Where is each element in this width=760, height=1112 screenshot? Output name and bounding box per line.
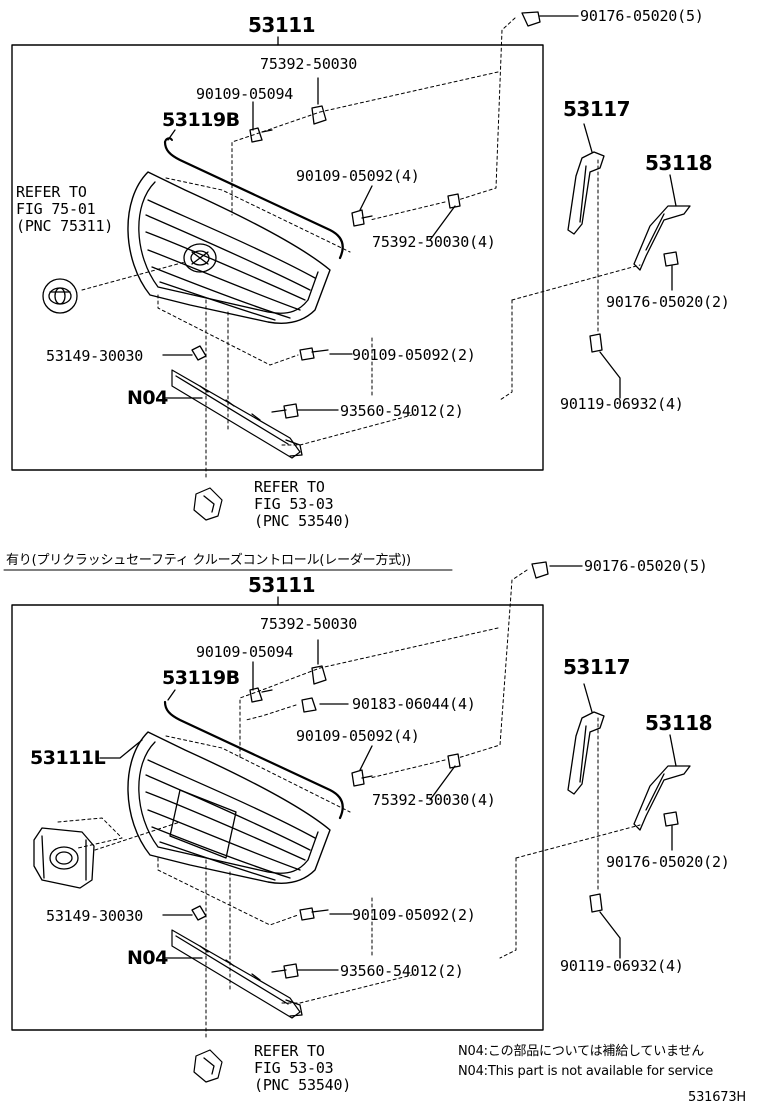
note-n04-en: N04:This part is not available for servi…: [458, 1064, 714, 1079]
label-93560-54012-2-top: 93560-54012(2): [340, 402, 464, 420]
label-90109-05094-bottom: 90109-05094: [196, 643, 294, 661]
label-90176-05020-5-bottom: 90176-05020(5): [584, 557, 708, 575]
refer-bottom-top-line-1: REFER TO: [254, 478, 325, 496]
refer-bottom-bottom-line-1: REFER TO: [254, 1042, 325, 1060]
label-90119-06932-4-bottom: 90119-06932(4): [560, 957, 684, 975]
label-90183-06044-4: 90183-06044(4): [352, 695, 476, 713]
label-53119b-bottom: 53119B: [162, 667, 240, 689]
label-53111l: 53111L: [30, 747, 106, 769]
label-53117-bottom: 53117: [563, 655, 631, 679]
refer-bottom-top-line-3: (PNC 53540): [254, 512, 352, 530]
figure-id: 531673H: [688, 1090, 747, 1105]
label-53149-30030-bottom: 53149-30030: [46, 907, 144, 925]
label-90176-05020-5-top: 90176-05020(5): [580, 7, 704, 25]
label-53118-top: 53118: [645, 151, 713, 175]
label-90109-05094-top: 90109-05094: [196, 85, 294, 103]
label-n04-bottom: N04: [127, 947, 168, 969]
label-refer-to-fig-53-03-top: REFER TO FIG 53-03 (PNC 53540): [254, 479, 351, 530]
label-53118-bottom: 53118: [645, 711, 713, 735]
label-75392-50030-4-top: 75392-50030(4): [372, 233, 496, 251]
label-53111-bottom: 53111: [248, 573, 316, 597]
label-75392-50030-bottom: 75392-50030: [260, 615, 358, 633]
bottom-panel-drawing: [3, 561, 691, 1083]
label-refer-to-fig-53-03-bottom: REFER TO FIG 53-03 (PNC 53540): [254, 1043, 351, 1094]
label-90176-05020-2-bottom: 90176-05020(2): [606, 853, 730, 871]
refer-left-line-2: FIG 75-01: [16, 200, 96, 218]
label-53111-top: 53111: [248, 13, 316, 37]
label-refer-to-fig-75-01: REFER TO FIG 75-01 (PNC 75311): [16, 184, 113, 235]
refer-bottom-bottom-line-3: (PNC 53540): [254, 1076, 352, 1094]
label-90109-05092-4-bottom: 90109-05092(4): [296, 727, 420, 745]
caption-pre-crash-safety: 有り(プリクラッシュセーフティ クルーズコントロール(レーダー方式)): [6, 553, 411, 568]
label-90109-05092-2-top: 90109-05092(2): [352, 346, 476, 364]
label-90176-05020-2-top: 90176-05020(2): [606, 293, 730, 311]
top-panel-drawing: [11, 11, 691, 521]
label-93560-54012-2-bottom: 93560-54012(2): [340, 962, 464, 980]
label-90109-05092-2-bottom: 90109-05092(2): [352, 906, 476, 924]
label-90119-06932-4-top: 90119-06932(4): [560, 395, 684, 413]
label-n04-top: N04: [127, 387, 168, 409]
refer-bottom-top-line-2: FIG 53-03: [254, 495, 334, 513]
label-90109-05092-4-top: 90109-05092(4): [296, 167, 420, 185]
refer-left-line-1: REFER TO: [16, 183, 87, 201]
label-53149-30030-top: 53149-30030: [46, 347, 144, 365]
label-75392-50030-top: 75392-50030: [260, 55, 358, 73]
note-n04-jp: N04:この部品については補給していません: [458, 1044, 705, 1059]
refer-bottom-bottom-line-2: FIG 53-03: [254, 1059, 334, 1077]
label-75392-50030-4-bottom: 75392-50030(4): [372, 791, 496, 809]
label-53117-top: 53117: [563, 97, 631, 121]
refer-left-line-3: (PNC 75311): [16, 217, 114, 235]
label-53119b-top: 53119B: [162, 109, 240, 131]
